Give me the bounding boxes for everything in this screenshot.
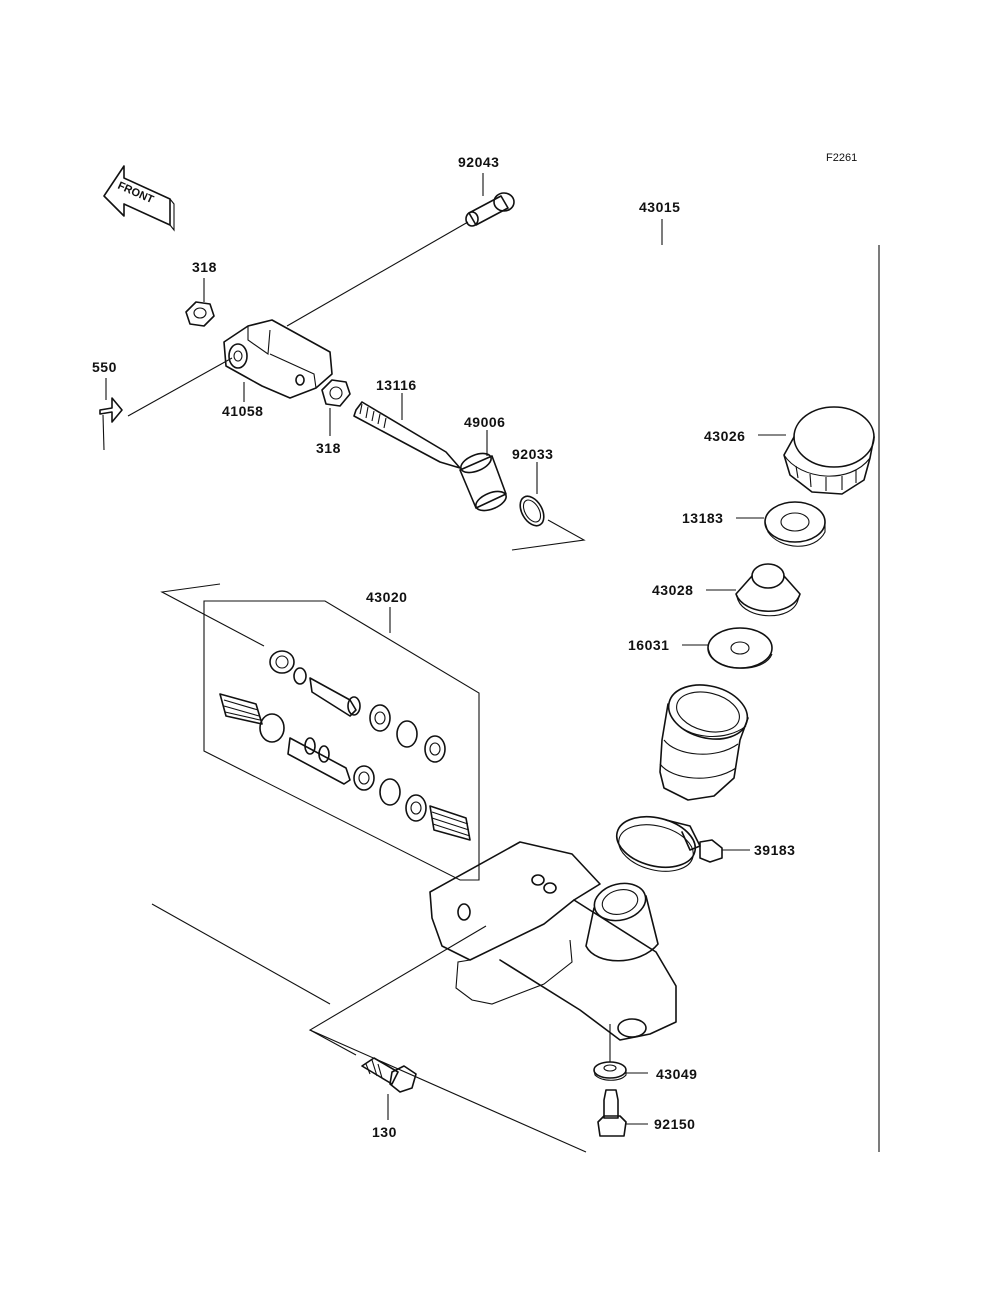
- label-43015: 43015: [639, 199, 680, 215]
- label-318-top: 318: [192, 259, 217, 275]
- clevis-41058: [223, 319, 333, 399]
- label-92150: 92150: [654, 1116, 695, 1132]
- diaphragm-plate-13183: [764, 501, 826, 547]
- nut-318-top: [185, 301, 215, 327]
- circlip-92033: [519, 495, 545, 527]
- reservoir-body: [659, 684, 749, 801]
- label-13116: 13116: [376, 377, 417, 393]
- piston-kit-43020: [219, 650, 471, 841]
- label-16031: 16031: [628, 637, 669, 653]
- washer-43049: [593, 1061, 627, 1081]
- label-550: 550: [92, 359, 117, 375]
- cotter-pin-550: [99, 397, 123, 451]
- label-39183: 39183: [754, 842, 795, 858]
- label-92043: 92043: [458, 154, 499, 170]
- nut-318-lower: [321, 379, 351, 407]
- bolt-130: [361, 1057, 417, 1093]
- hose-clamp-39183: [615, 815, 723, 872]
- label-49006: 49006: [464, 414, 505, 430]
- bleeder-valve-92150: [597, 1089, 627, 1137]
- label-43020: 43020: [366, 589, 407, 605]
- label-43026: 43026: [704, 428, 745, 444]
- label-43028: 43028: [652, 582, 693, 598]
- diaphragm-43028: [735, 563, 801, 617]
- label-130: 130: [372, 1124, 397, 1140]
- gasket-16031: [707, 627, 773, 669]
- front-arrow-icon: FRONT: [103, 165, 175, 232]
- figure-code: F2261: [826, 152, 857, 164]
- master-cylinder-43015: [429, 841, 677, 1041]
- label-43049: 43049: [656, 1066, 697, 1082]
- boot-49006: [459, 452, 507, 512]
- label-13183: 13183: [682, 510, 723, 526]
- label-92033: 92033: [512, 446, 553, 462]
- reservoir-cap-43026: [783, 406, 875, 495]
- label-318-lower: 318: [316, 440, 341, 456]
- label-41058: 41058: [222, 403, 263, 419]
- push-rod-13116: [353, 401, 461, 469]
- pin-92043: [465, 192, 515, 227]
